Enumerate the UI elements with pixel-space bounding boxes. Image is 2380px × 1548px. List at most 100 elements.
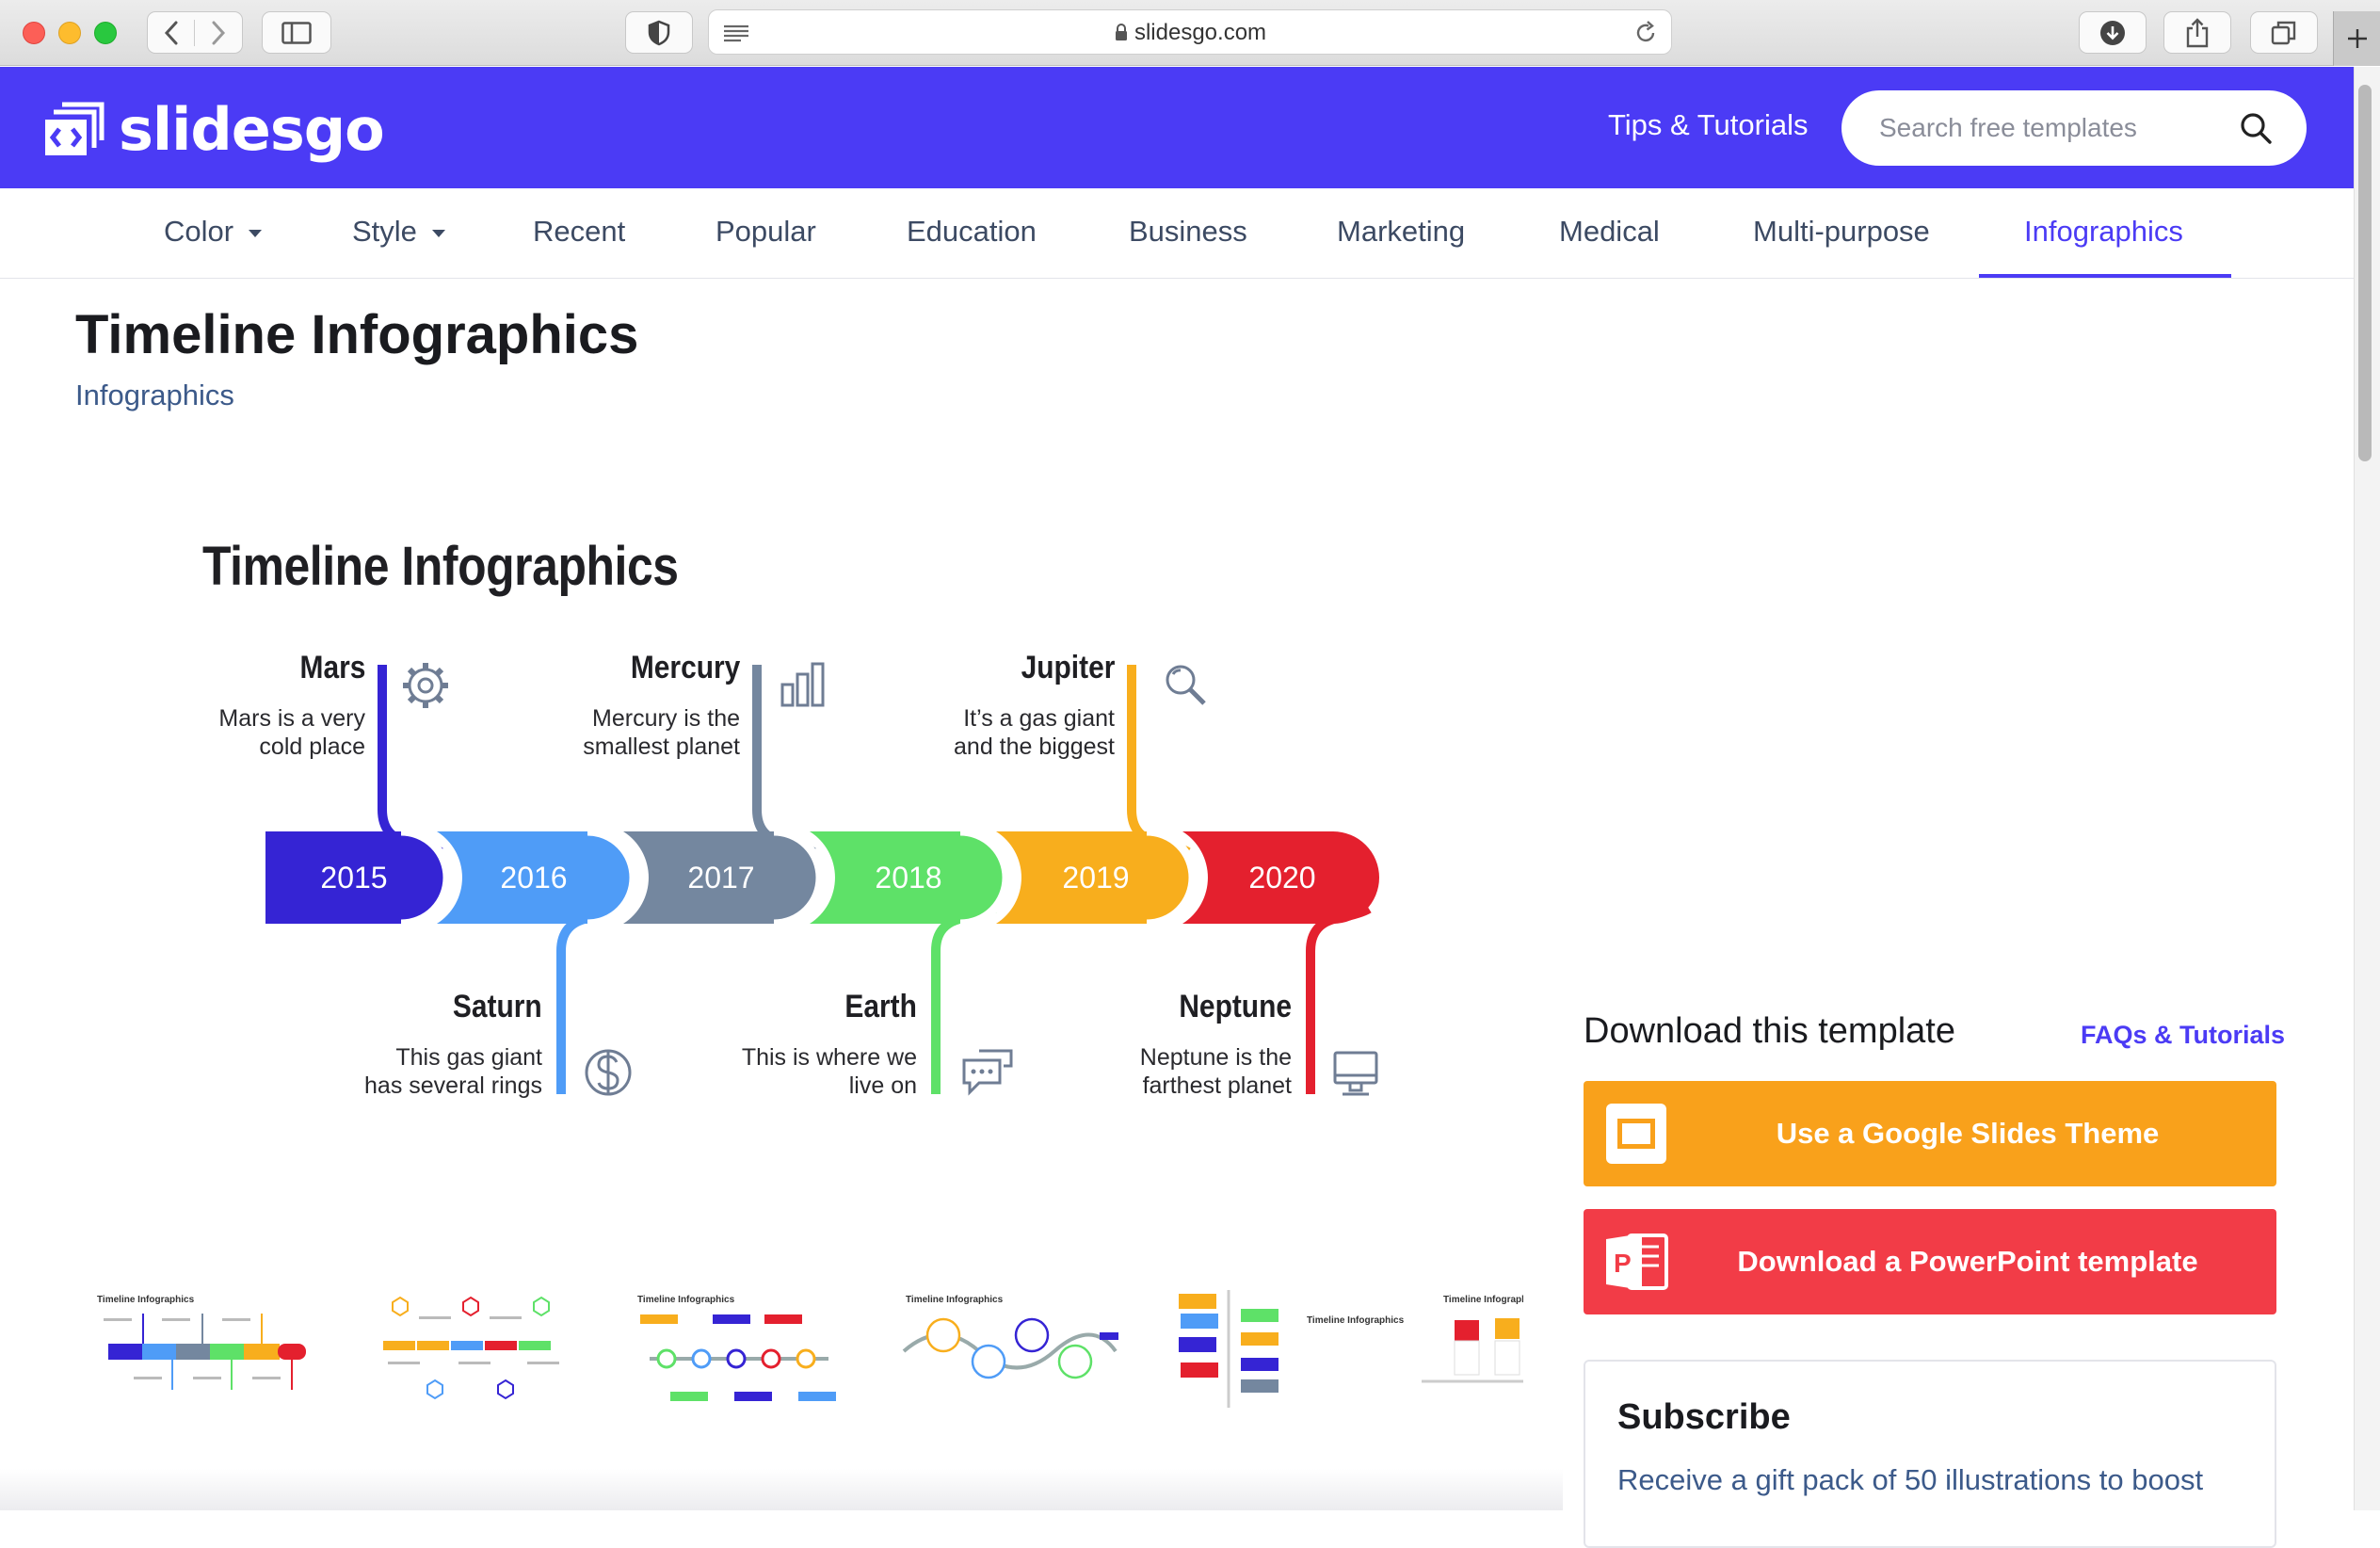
page-fade	[0, 1469, 1563, 1510]
powerpoint-label: Download a PowerPoint template	[1737, 1245, 2198, 1278]
subscribe-title: Subscribe	[1617, 1397, 1791, 1437]
thumbnail-1[interactable]: Timeline Infographics	[97, 1295, 306, 1390]
search-icon[interactable]	[2239, 111, 2273, 145]
desc-line: cold place	[259, 734, 365, 760]
share-button[interactable]	[2163, 11, 2231, 54]
search-box[interactable]: Search free templates	[1841, 90, 2307, 166]
google-slides-icon	[1606, 1104, 1666, 1164]
new-tab-button[interactable]	[2333, 11, 2380, 66]
year-label-2020: 2020	[1248, 861, 1315, 895]
slidesgo-logo[interactable]: slidesgo	[43, 95, 385, 164]
desc-line: Mercury is the	[592, 705, 740, 732]
thumbnail-title: Timeline Infographics	[906, 1295, 1004, 1305]
nav-item-business[interactable]: Business	[1129, 215, 1247, 248]
timeline-graphic: 2015 2016 2017 2018 2019 2020	[265, 662, 1379, 1096]
search-input[interactable]: Search free templates	[1879, 113, 2137, 142]
sidebar-icon	[281, 21, 312, 44]
nav-item-multi-purpose[interactable]: Multi-purpose	[1753, 215, 1930, 248]
year-segment-2018	[810, 831, 1006, 924]
active-tab-indicator	[1979, 274, 2231, 278]
site-header: slidesgo Tips & Tutorials Search free te…	[0, 67, 2354, 188]
year-segment-2017	[623, 831, 820, 924]
chat-icon	[962, 1049, 1013, 1096]
subscribe-text: Receive a gift pack of 50 illustrations …	[1617, 1463, 2204, 1496]
desc-line: Mars is a very	[218, 705, 365, 732]
url-label: slidesgo.com	[1134, 20, 1267, 45]
thumbnail-strip: Timeline Infographics	[97, 1290, 1570, 1422]
privacy-report-button[interactable]	[625, 11, 693, 54]
desc-line: farthest planet	[1142, 1072, 1292, 1099]
monitor-icon	[1333, 1051, 1378, 1096]
thumbnail-title: Timeline Infographics	[97, 1295, 195, 1305]
nav-item-style[interactable]: Style	[352, 188, 445, 279]
tab-overview-button[interactable]	[2250, 11, 2318, 54]
zoom-window-button[interactable]	[94, 22, 117, 44]
nav-item-popular[interactable]: Popular	[716, 215, 816, 248]
thumbnail-title: Timeline Infographics	[637, 1295, 735, 1305]
url-text: slidesgo.com	[709, 10, 1671, 56]
nav-item-marketing[interactable]: Marketing	[1337, 215, 1466, 248]
plus-icon	[2347, 29, 2367, 48]
year-segment-2019	[996, 831, 1193, 924]
thumbnail-6[interactable]: Timeline Infographics	[1422, 1290, 1570, 1422]
reader-icon[interactable]	[722, 24, 750, 42]
powerpoint-button[interactable]: P Download a PowerPoint template	[1584, 1209, 2276, 1314]
nav-item-recent[interactable]: Recent	[533, 215, 626, 248]
year-segment-2015	[265, 831, 447, 924]
sidebar-toggle-button[interactable]	[262, 11, 331, 54]
close-window-button[interactable]	[23, 22, 45, 44]
downloads-button[interactable]	[2079, 11, 2147, 54]
bar-chart-icon	[780, 662, 825, 707]
faqs-tutorials-link[interactable]: FAQs & Tutorials	[2081, 1021, 2286, 1049]
nav-item-education[interactable]: Education	[907, 215, 1037, 248]
forward-icon[interactable]	[195, 20, 242, 46]
tabs-icon	[2271, 21, 2296, 44]
thumbnail-title: Timeline Infographics	[1307, 1315, 1405, 1326]
slide-title: Timeline Infographics	[202, 536, 679, 597]
nav-item-medical[interactable]: Medical	[1559, 215, 1660, 248]
thumbnail-title: Timeline Infographics	[1443, 1295, 1541, 1305]
desc-line: and the biggest	[954, 734, 1115, 760]
planet-name-mars: Mars	[299, 650, 365, 685]
tips-tutorials-link[interactable]: Tips & Tutorials	[1608, 108, 1809, 141]
chevron-down-icon	[431, 229, 445, 237]
google-slides-button[interactable]: Use a Google Slides Theme	[1584, 1081, 2276, 1186]
desc-line: smallest planet	[583, 734, 740, 760]
chevron-down-icon	[249, 229, 263, 237]
thumbnail-2[interactable]	[383, 1296, 559, 1400]
gear-icon	[403, 663, 448, 708]
dollar-icon	[585, 1049, 632, 1096]
share-icon	[2186, 17, 2209, 47]
address-bar[interactable]: slidesgo.com	[708, 9, 1672, 55]
download-icon	[2100, 20, 2125, 45]
breadcrumb-link[interactable]: Infographics	[75, 379, 234, 411]
nav-item-infographics[interactable]: Infographics	[2024, 215, 2183, 248]
nav-label: Style	[352, 215, 417, 248]
powerpoint-icon: P	[1606, 1234, 1668, 1290]
planet-name-jupiter: Jupiter	[1021, 650, 1115, 685]
desc-line: It’s a gas giant	[963, 705, 1115, 732]
subscribe-card: Subscribe Receive a gift pack of 50 illu…	[1584, 1360, 2276, 1548]
lock-icon	[1115, 24, 1127, 40]
year-segment-2016	[437, 831, 634, 924]
desc-line: live on	[848, 1072, 917, 1099]
year-label-2019: 2019	[1062, 861, 1129, 895]
reload-icon[interactable]	[1633, 21, 1658, 45]
planet-name-saturn: Saturn	[453, 989, 542, 1024]
nav-item-color[interactable]: Color	[164, 188, 263, 279]
thumbnail-3[interactable]: Timeline Infographics	[637, 1295, 836, 1401]
thumbnail-5[interactable]: Timeline Infographics	[1179, 1290, 1405, 1408]
minimize-window-button[interactable]	[58, 22, 81, 44]
desc-line: has several rings	[364, 1072, 542, 1099]
thumbnail-4[interactable]: Timeline Infographics	[902, 1295, 1118, 1379]
scrollbar-thumb[interactable]	[2358, 85, 2372, 461]
back-icon[interactable]	[148, 19, 195, 46]
planet-name-earth: Earth	[844, 989, 917, 1024]
year-label-2015: 2015	[320, 861, 387, 895]
